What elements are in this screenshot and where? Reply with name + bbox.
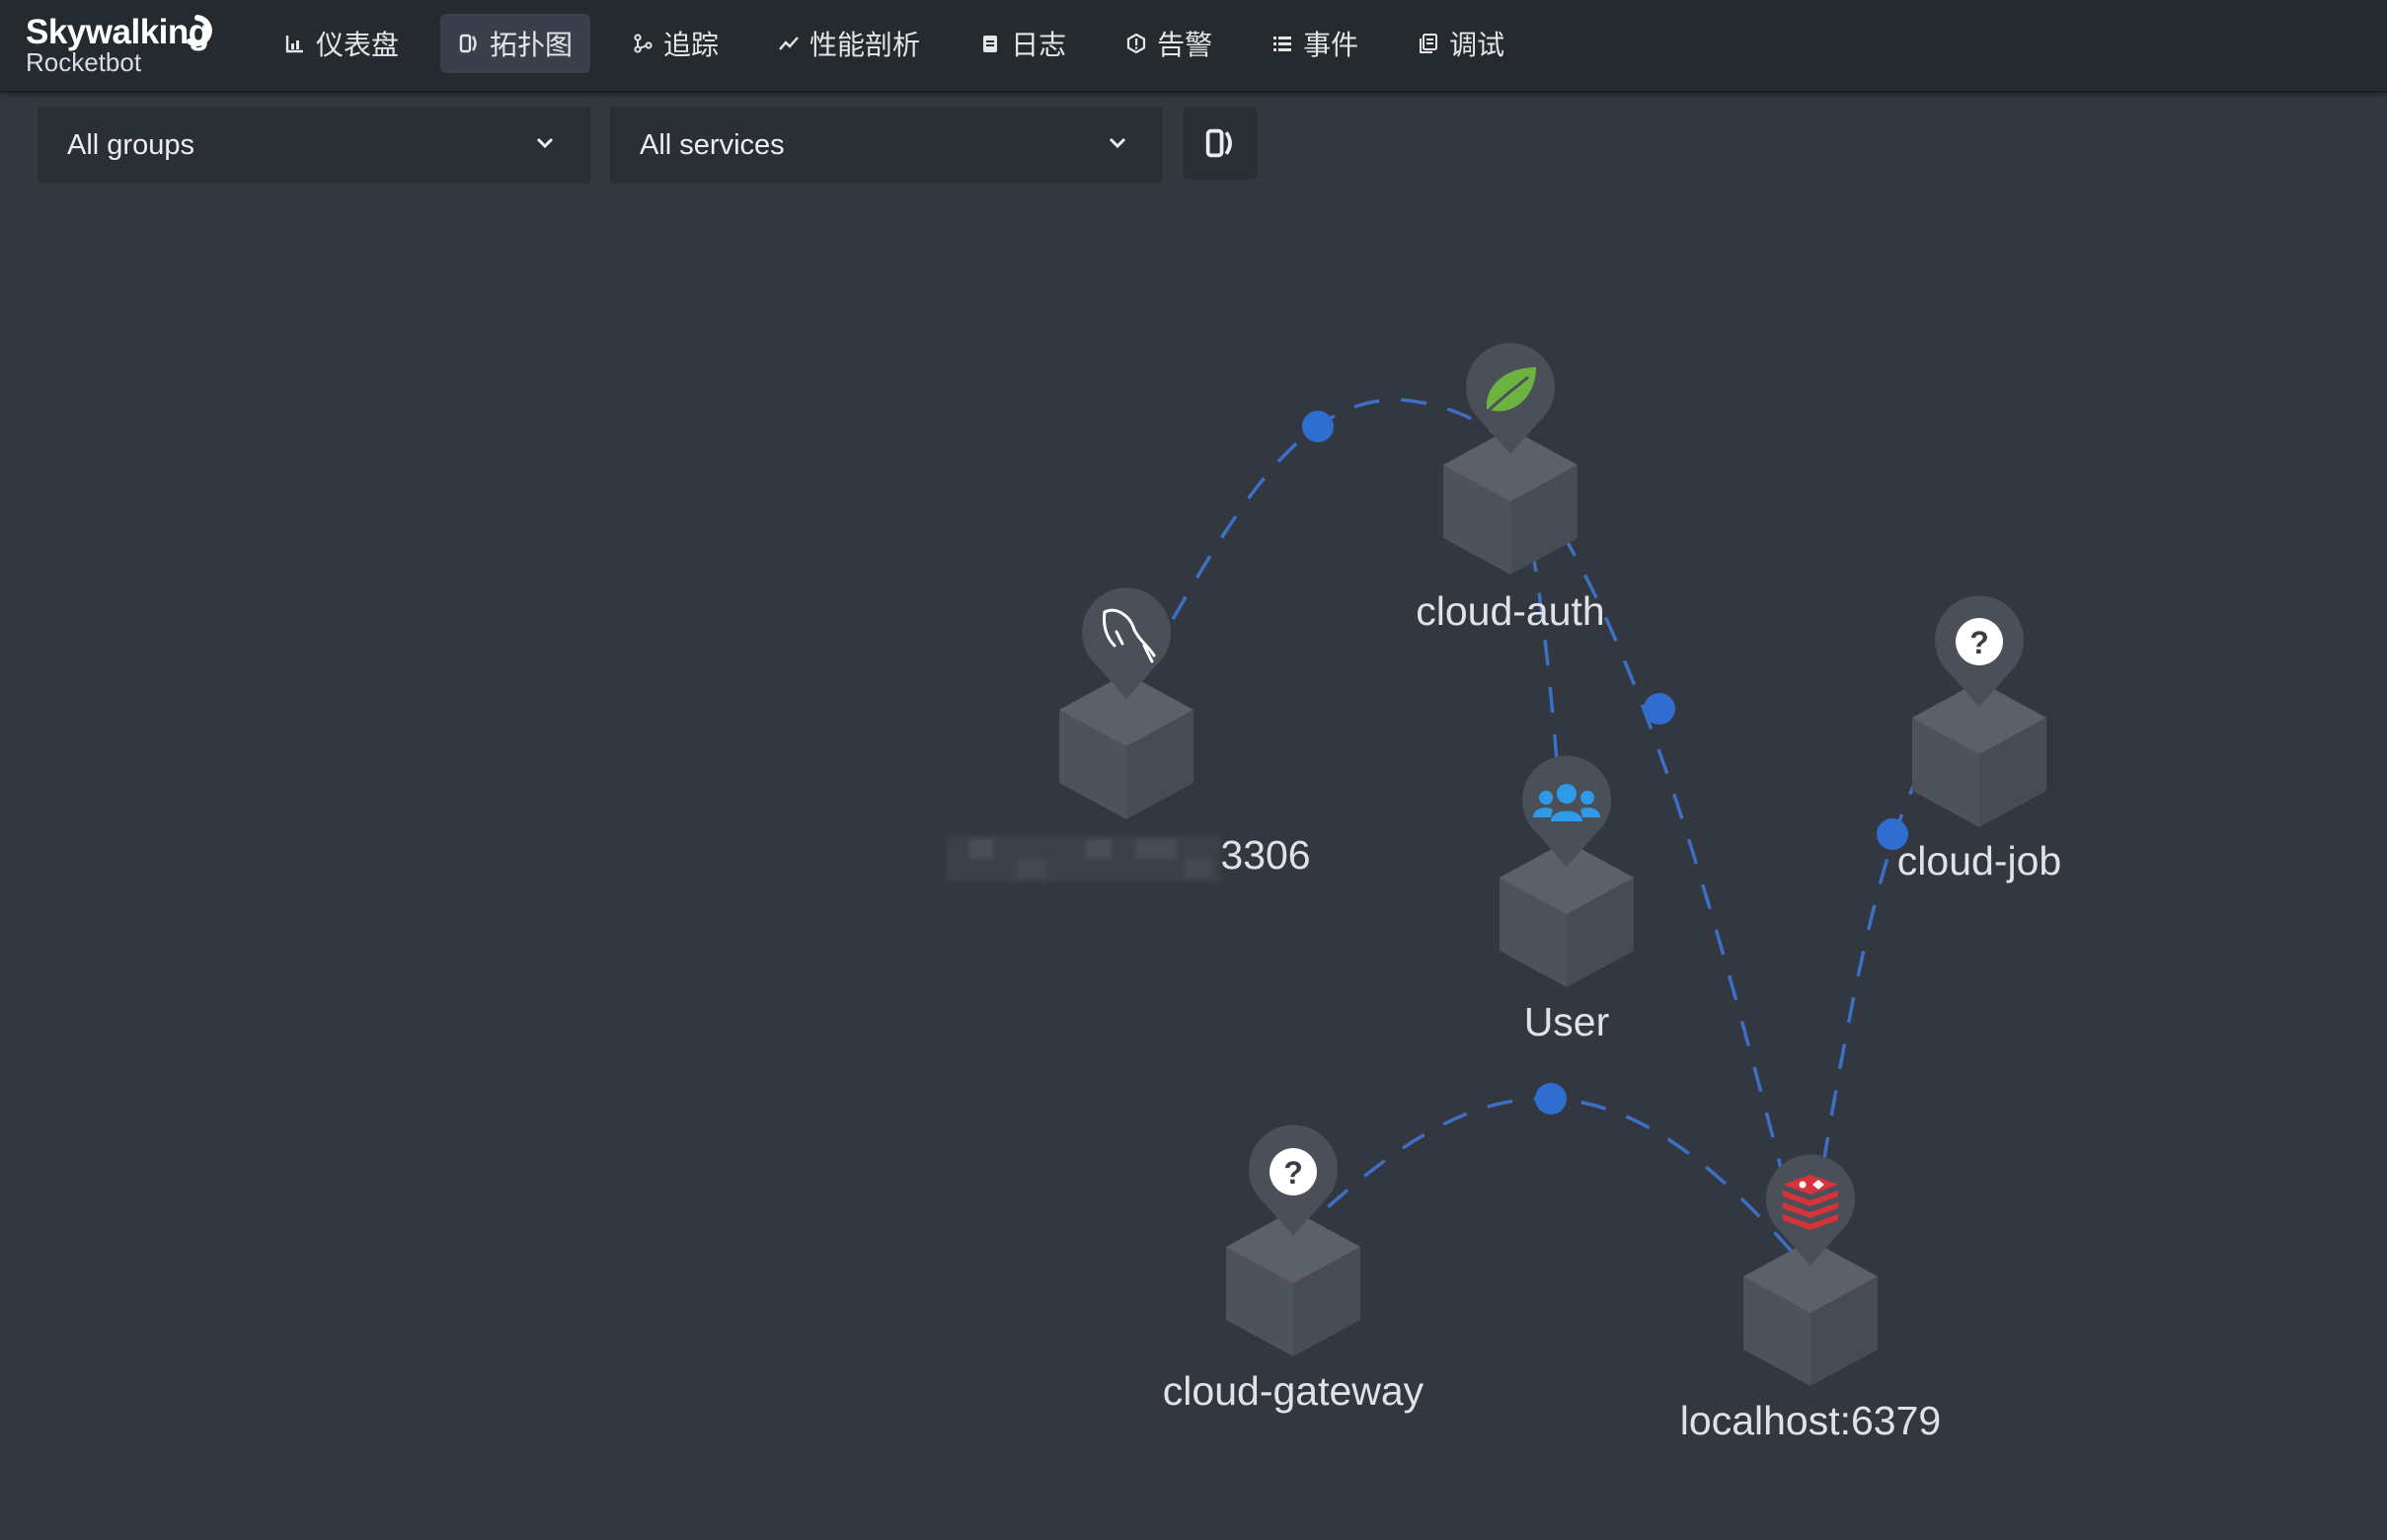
nav-label-debug: 调试 — [1449, 30, 1505, 60]
node-label: User — [1524, 999, 1610, 1044]
svg-text:?: ? — [1969, 625, 1989, 660]
top-navbar: Skywalking Rocketbot 仪表盘 拓扑图 — [0, 0, 2387, 93]
nav-item-log[interactable]: 日志 — [962, 14, 1084, 73]
chevron-down-icon — [536, 137, 554, 149]
main-nav: 仪表盘 拓扑图 追踪 性能剖析 — [267, 14, 1546, 73]
link-mysql-cloud-auth[interactable] — [1123, 398, 1512, 702]
debug-icon — [1420, 34, 1438, 53]
node-label: cloud-job — [1897, 838, 2061, 884]
nav-item-event[interactable]: 事件 — [1254, 14, 1376, 73]
logo-subtitle: Rocketbot — [26, 47, 142, 77]
nav-item-debug[interactable]: 调试 — [1400, 14, 1522, 73]
link-dot[interactable] — [1644, 693, 1675, 725]
nav-label-profiling: 性能剖析 — [809, 30, 921, 60]
link-cloud-auth-redis[interactable] — [1508, 452, 1809, 1270]
mysql-dolphin-icon — [1103, 608, 1156, 663]
nav-label-trace: 追踪 — [663, 30, 720, 60]
node-cloud-job[interactable]: ? cloud-job — [1897, 595, 2061, 884]
svg-text:?: ? — [1283, 1155, 1303, 1191]
log-icon — [983, 36, 998, 52]
node-mysql[interactable]: 3306 — [946, 587, 1311, 883]
spring-leaf-icon — [1486, 367, 1536, 413]
alarm-icon — [1126, 33, 1146, 54]
node-label: cloud-gateway — [1163, 1368, 1424, 1414]
app-logo[interactable]: Skywalking Rocketbot — [26, 13, 212, 77]
node-cloud-gateway[interactable]: ? cloud-gateway — [1163, 1124, 1424, 1414]
nav-item-trace[interactable]: 追踪 — [614, 14, 736, 73]
chart-icon — [285, 36, 303, 53]
nav-item-topology[interactable]: 拓扑图 — [440, 14, 591, 73]
event-list-icon — [1273, 37, 1292, 51]
nav-label-topology: 拓扑图 — [490, 30, 574, 60]
topology-icon — [1205, 128, 1232, 158]
group-select[interactable]: All groups — [38, 107, 590, 184]
nav-label-event: 事件 — [1303, 30, 1359, 60]
node-user[interactable]: User — [1500, 755, 1634, 1044]
node-label: cloud-auth — [1416, 588, 1604, 634]
link-gateway-redis[interactable] — [1291, 1097, 1809, 1270]
link-dot[interactable] — [1535, 1083, 1567, 1115]
redis-icon — [1783, 1175, 1838, 1230]
logo-title: Skywalking — [26, 13, 209, 51]
topology-layout-button[interactable] — [1183, 107, 1258, 180]
nav-item-dashboard[interactable]: 仪表盘 — [267, 14, 417, 73]
nav-item-profiling[interactable]: 性能剖析 — [760, 14, 938, 73]
nav-label-dashboard: 仪表盘 — [316, 30, 400, 60]
service-select-value: All services — [640, 128, 785, 161]
topology-icon — [459, 34, 477, 53]
logo-arc-icon — [187, 15, 212, 46]
users-icon — [1533, 784, 1600, 821]
group-select-value: All groups — [67, 128, 194, 161]
node-redis[interactable]: localhost:6379 — [1680, 1154, 1941, 1443]
node-label: localhost:6379 — [1680, 1398, 1941, 1443]
node-label: 3306 — [1220, 832, 1310, 878]
redacted-hostname — [946, 835, 1220, 883]
trace-icon — [634, 34, 653, 53]
nav-label-log: 日志 — [1011, 30, 1067, 60]
nav-label-alarm: 告警 — [1157, 30, 1213, 60]
trend-icon — [779, 37, 799, 50]
link-dot[interactable] — [1302, 411, 1334, 442]
chevron-down-icon — [1109, 137, 1126, 149]
link-dot[interactable] — [1877, 818, 1908, 850]
question-icon: ? — [1956, 618, 2003, 665]
node-cloud-auth[interactable]: cloud-auth — [1416, 343, 1605, 634]
service-select[interactable]: All services — [610, 107, 1163, 184]
nav-item-alarm[interactable]: 告警 — [1108, 14, 1230, 73]
question-icon: ? — [1270, 1148, 1317, 1195]
